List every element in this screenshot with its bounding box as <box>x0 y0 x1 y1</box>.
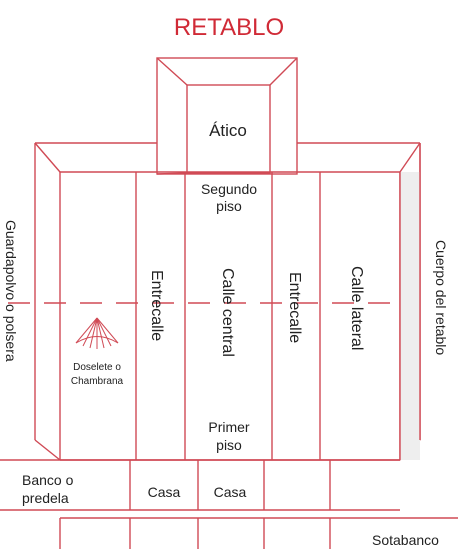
attic-outer <box>156 57 298 175</box>
doselete-line1: Doselete o <box>73 362 121 373</box>
entrecalle-right-label: Entrecalle <box>286 272 303 343</box>
guardapolvo-label: Guardapolvo o polsera <box>3 220 19 362</box>
banco-line2: predela <box>22 490 69 506</box>
sotabanco-label: Sotabanco <box>372 532 439 548</box>
doselete-line2: Chambrana <box>71 376 124 387</box>
cuerpo-label: Cuerpo del retablo <box>433 240 449 355</box>
atico-label: Ático <box>209 121 247 140</box>
primer-piso-line2: piso <box>216 437 242 453</box>
primer-piso-line1: Primer <box>208 419 250 435</box>
entrecalle-left-label: Entrecalle <box>148 270 165 341</box>
cuerpo-shade <box>400 172 420 460</box>
casa-left-label: Casa <box>148 484 181 500</box>
banco-line1: Banco o <box>22 472 74 488</box>
segundo-piso-line1: Segundo <box>201 181 257 197</box>
casa-right-label: Casa <box>214 484 247 500</box>
shell-fan-icon <box>75 317 119 349</box>
diagram-title: RETABLO <box>174 14 284 41</box>
calle-lateral-label: Calle lateral <box>348 266 365 350</box>
calle-central-label: Calle central <box>219 268 236 357</box>
segundo-piso-line2: piso <box>216 198 242 214</box>
attic-inner <box>186 84 271 174</box>
